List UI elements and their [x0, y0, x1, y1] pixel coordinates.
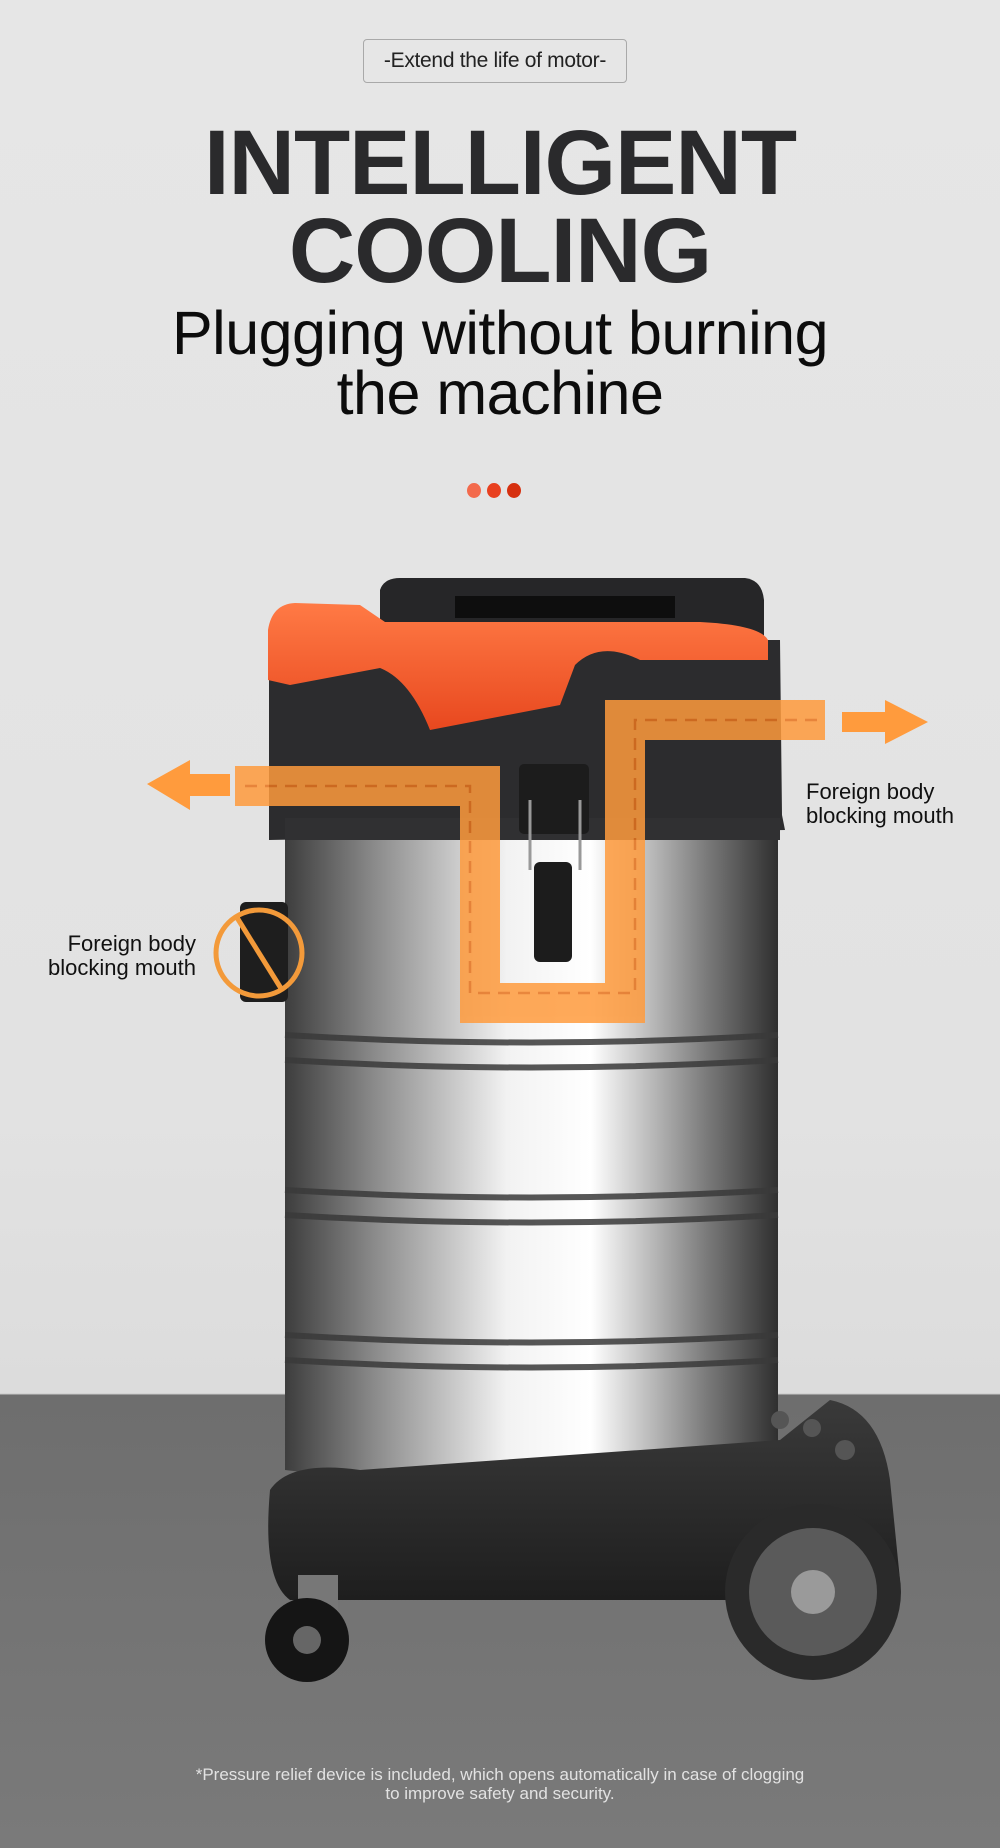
orange-lid: [268, 603, 768, 730]
callout-left: Foreign body blocking mouth: [48, 932, 196, 980]
callout-right-line-1: Foreign body: [806, 779, 935, 804]
airflow-arrow-left-icon: [147, 760, 230, 810]
footnote-line-2: to improve safety and security.: [385, 1784, 615, 1803]
callout-right: Foreign body blocking mouth: [806, 780, 954, 828]
blocked-icon: [213, 907, 305, 999]
tagline-badge: -Extend the life of motor-: [363, 39, 627, 83]
footnote: *Pressure relief device is included, whi…: [0, 1765, 1000, 1803]
rear-wheel: [725, 1504, 901, 1680]
latch: [519, 764, 589, 834]
dot-1: [467, 483, 481, 498]
airflow-arrow-right-icon: [842, 700, 928, 744]
headline-line-2: COOLING: [288, 200, 712, 302]
callout-left-line-2: blocking mouth: [48, 955, 196, 980]
tagline-text: -Extend the life of motor-: [383, 49, 607, 72]
front-caster: [265, 1575, 349, 1682]
callout-right-line-2: blocking mouth: [806, 803, 954, 828]
subheadline-line-2: the machine: [336, 359, 664, 427]
steel-tank: [285, 830, 778, 1485]
headline-line-1: INTELLIGENT: [203, 112, 797, 214]
subheadline-line-1: Plugging without burning: [171, 299, 829, 367]
dot-2: [487, 483, 501, 498]
dot-3: [507, 483, 521, 498]
airflow-path: [235, 700, 825, 1023]
callout-left-line-1: Foreign body: [67, 931, 196, 956]
footnote-line-1: *Pressure relief device is included, whi…: [195, 1765, 805, 1784]
indicator-dots: [467, 483, 521, 498]
